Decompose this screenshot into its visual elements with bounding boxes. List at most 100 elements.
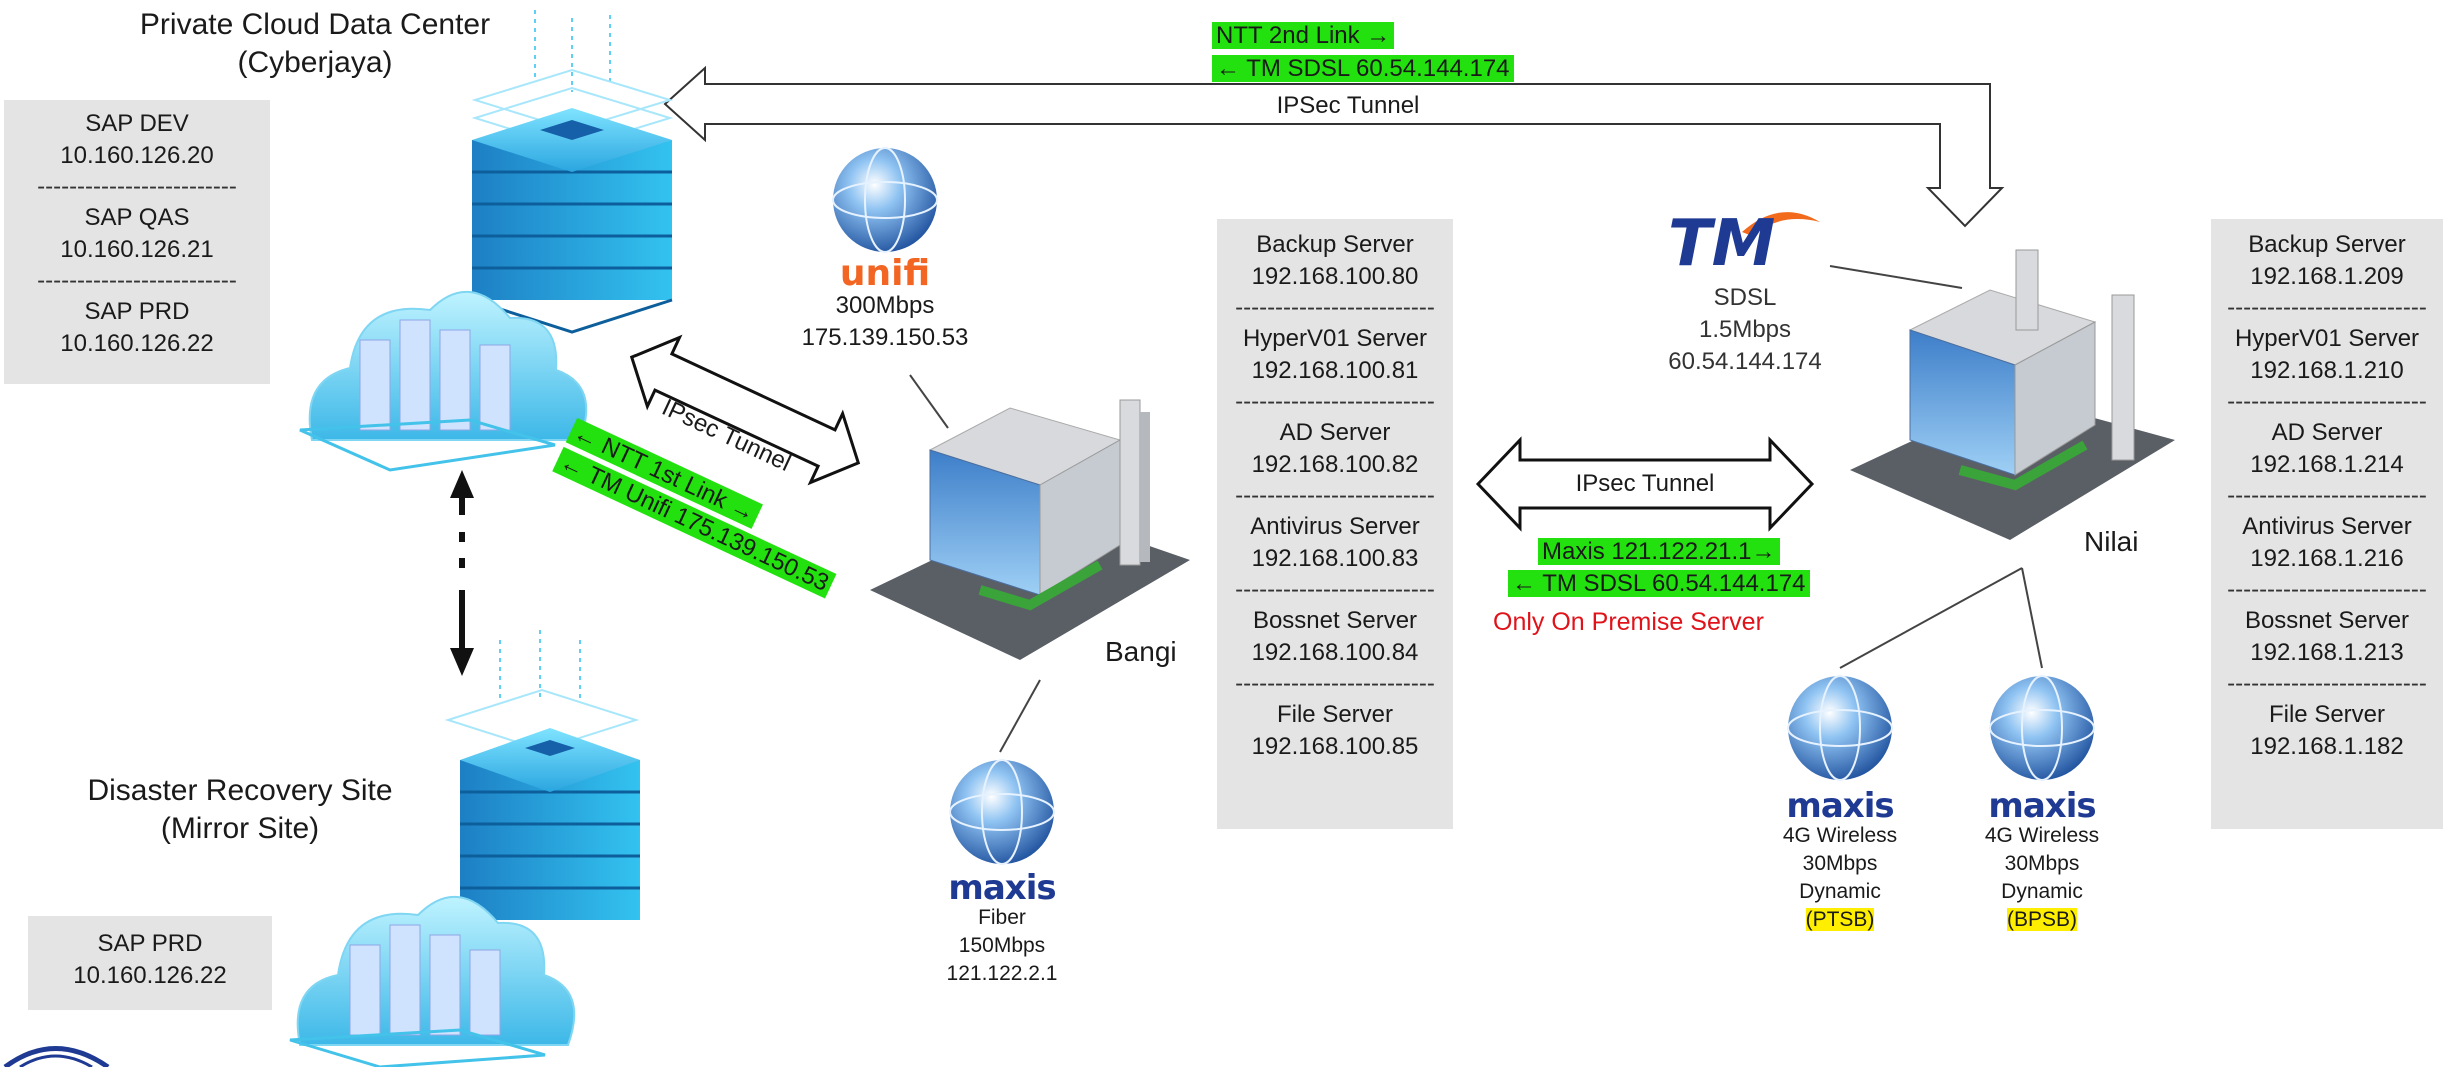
tm-logo-text: TM [1668, 207, 1776, 281]
server-name: HyperV01 Server [2234, 325, 2420, 352]
tm-ip: 60.54.144.174 [1668, 348, 1822, 375]
server-name: File Server [1276, 701, 1394, 728]
top-ipsec-tunnel-arrow [663, 65, 2005, 228]
connector-lines [909, 265, 2043, 753]
maxis-bpsb-logo: maxis [1988, 786, 2096, 826]
separator: ------------------------- [2227, 670, 2427, 697]
maxis-ptsb-globe-icon [1787, 675, 1893, 781]
server-name: Backup Server [2248, 231, 2406, 258]
bangi-nilai-green-label-2: ← TM SDSL 60.54.144.174 [1508, 570, 1810, 597]
bangi-nilai-tunnel-label: IPsec Tunnel [1575, 470, 1715, 497]
server-ip: 192.168.100.84 [1251, 639, 1419, 666]
server-name: Bossnet Server [1252, 607, 1418, 634]
server-name: SAP QAS [84, 204, 190, 231]
maxis-ptsb-speed: 30Mbps [1802, 852, 1878, 875]
server-ip: 192.168.100.80 [1251, 263, 1419, 290]
separator: ------------------------- [1235, 388, 1435, 415]
bangi-nilai-green-labels: Maxis 121.122.21.1→ ← TM SDSL 60.54.144.… [1508, 536, 1810, 600]
server-ip: 192.168.100.85 [1251, 733, 1419, 760]
maxis-bpsb-type: 4G Wireless [1984, 824, 2100, 847]
separator: ------------------------- [37, 267, 237, 294]
only-on-premise-note: Only On Premise Server [1493, 608, 1764, 636]
bangi-nilai-green-label-1: Maxis 121.122.21.1→ [1538, 538, 1780, 565]
dr-servers-box: SAP PRD 10.160.126.22 [28, 916, 272, 1010]
server-ip: 192.168.1.213 [2250, 639, 2404, 666]
dr-site-title-line2: (Mirror Site) [160, 812, 320, 845]
server-ip: 10.160.126.20 [60, 142, 214, 169]
bangi-office-building-icon [870, 399, 1190, 660]
server-ip: 192.168.100.83 [1251, 545, 1419, 572]
tm-speed: 1.5Mbps [1698, 316, 1792, 343]
unifi-ip: 175.139.150.53 [801, 324, 969, 351]
server-ip: 192.168.100.81 [1251, 357, 1419, 384]
top-link-label-1: NTT 2nd Link → [1212, 20, 1395, 52]
tm-logo-swoosh-icon [1742, 212, 1820, 236]
bangi-servers-box: Backup Server 192.168.100.80 -----------… [1217, 219, 1453, 829]
maxis-ptsb-logo: maxis [1786, 786, 1894, 826]
server-ip: 192.168.1.210 [2250, 357, 2404, 384]
maxis-bpsb-mode: Dynamic [2001, 880, 2083, 903]
top-tunnel-label: IPSec Tunnel [1276, 92, 1420, 119]
nilai-servers-box: Backup Server 192.168.1.209 ------------… [2211, 219, 2443, 829]
unifi-speed: 300Mbps [835, 292, 935, 319]
private-cloud-title: Private Cloud Data Center (Cyberjaya) [130, 6, 500, 82]
server-name: File Server [2268, 701, 2386, 728]
separator: ------------------------- [2227, 482, 2427, 509]
server-name: Antivirus Server [2242, 513, 2412, 540]
server-ip: 10.160.126.22 [73, 962, 227, 989]
maxis-bpsb-tag: (BPSB) [2006, 908, 2077, 931]
private-cloud-title-line2: (Cyberjaya) [237, 46, 393, 79]
server-name: SAP PRD [84, 298, 190, 325]
server-ip: 10.160.126.21 [60, 236, 214, 263]
cyberjaya-cloud-icon [299, 290, 588, 472]
maxis-ptsb-info: maxis 4G Wireless 30Mbps Dynamic (PTSB) [1770, 786, 1910, 934]
maxis-fiber-type: Fiber [978, 906, 1026, 929]
maxis-bpsb-speed: 30Mbps [2004, 852, 2080, 875]
server-name: HyperV01 Server [1242, 325, 1428, 352]
nilai-label: Nilai [2084, 526, 2139, 557]
server-ip: 192.168.100.82 [1251, 451, 1419, 478]
separator: ------------------------- [1235, 670, 1435, 697]
unifi-globe-icon [832, 147, 938, 253]
maxis-fiber-speed: 150Mbps [958, 934, 1046, 957]
cyberjaya-server-tower-icon [471, 10, 674, 334]
maxis-fiber-info: maxis Fiber 150Mbps 121.122.2.1 [932, 868, 1072, 988]
separator: ------------------------- [1235, 576, 1435, 603]
server-ip: 192.168.1.182 [2250, 733, 2404, 760]
bangi-label: Bangi [1105, 636, 1177, 667]
top-link-label-2: ← TM SDSL 60.54.144.174 [1212, 53, 1514, 85]
separator: ------------------------- [2227, 388, 2427, 415]
separator: ------------------------- [2227, 576, 2427, 603]
unifi-info: unifi 300Mbps 175.139.150.53 [785, 253, 985, 354]
tm-info: SDSL 1.5Mbps 60.54.144.174 [1650, 282, 1840, 378]
maxis-fiber-ip: 121.122.2.1 [946, 962, 1058, 985]
server-name: AD Server [2271, 419, 2383, 446]
bangi-nilai-tunnel-arrow [1475, 436, 1815, 532]
top-green-label-1: NTT 2nd Link → [1212, 22, 1395, 49]
top-green-label-2: ← TM SDSL 60.54.144.174 [1212, 55, 1514, 82]
corner-logo-icon [3, 1046, 110, 1067]
tm-type: SDSL [1713, 284, 1777, 311]
tm-logo: TM [1668, 212, 1818, 290]
separator: ------------------------- [37, 173, 237, 200]
dr-site-title-line1: Disaster Recovery Site [87, 774, 393, 807]
maxis-bpsb-globe-icon [1989, 675, 2095, 781]
server-name: Bossnet Server [2244, 607, 2410, 634]
separator: ------------------------- [1235, 482, 1435, 509]
server-name: Backup Server [1256, 231, 1414, 258]
maxis-fiber-logo: maxis [948, 868, 1056, 908]
server-name: AD Server [1279, 419, 1391, 446]
dr-cloud-icon [289, 895, 576, 1067]
server-ip: 192.168.1.216 [2250, 545, 2404, 572]
replication-arrow [450, 470, 474, 676]
server-name: SAP DEV [85, 110, 189, 137]
unifi-logo: unifi [839, 253, 931, 294]
server-name: SAP PRD [97, 930, 203, 957]
nilai-office-building-icon [1850, 249, 2175, 540]
private-cloud-title-line1: Private Cloud Data Center [139, 8, 491, 41]
dr-server-tower-icon [444, 630, 640, 920]
maxis-ptsb-type: 4G Wireless [1782, 824, 1898, 847]
maxis-bpsb-info: maxis 4G Wireless 30Mbps Dynamic (BPSB) [1972, 786, 2112, 934]
server-ip: 192.168.1.209 [2250, 263, 2404, 290]
